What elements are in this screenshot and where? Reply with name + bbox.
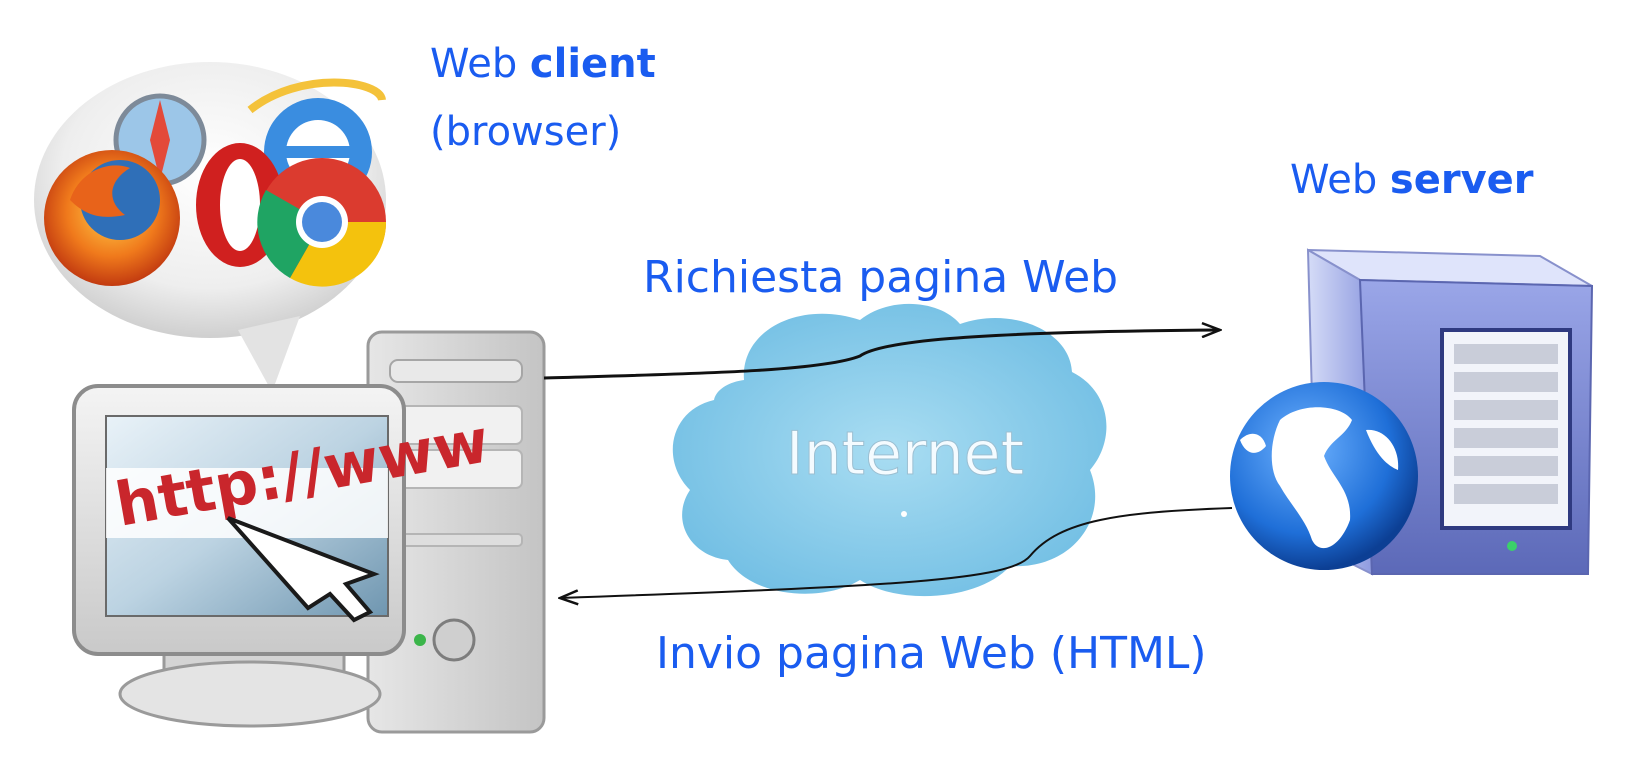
- client-title: Web client: [430, 44, 656, 84]
- chrome-icon: [257, 158, 387, 287]
- server-tower-icon: [1306, 248, 1594, 576]
- globe-icon: [1230, 382, 1418, 570]
- request-label: Richiesta pagina Web: [643, 252, 1119, 303]
- firefox-icon: [44, 150, 180, 286]
- client-title-bold: client: [529, 41, 656, 87]
- client-subtitle: (browser): [430, 109, 622, 155]
- request-arrow: [543, 330, 1220, 380]
- response-arrow: [560, 507, 1233, 598]
- cloud-label: Internet: [786, 419, 1024, 489]
- internet-cloud: Internet: [672, 303, 1107, 597]
- client-title-prefix: Web: [430, 41, 530, 87]
- server-title-bold: server: [1389, 157, 1534, 203]
- response-label: Invio pagina Web (HTML): [656, 628, 1207, 679]
- desktop-computer-icon: http://www: [72, 330, 546, 734]
- server-title-prefix: Web: [1290, 157, 1390, 203]
- server-title: Web server: [1290, 160, 1534, 200]
